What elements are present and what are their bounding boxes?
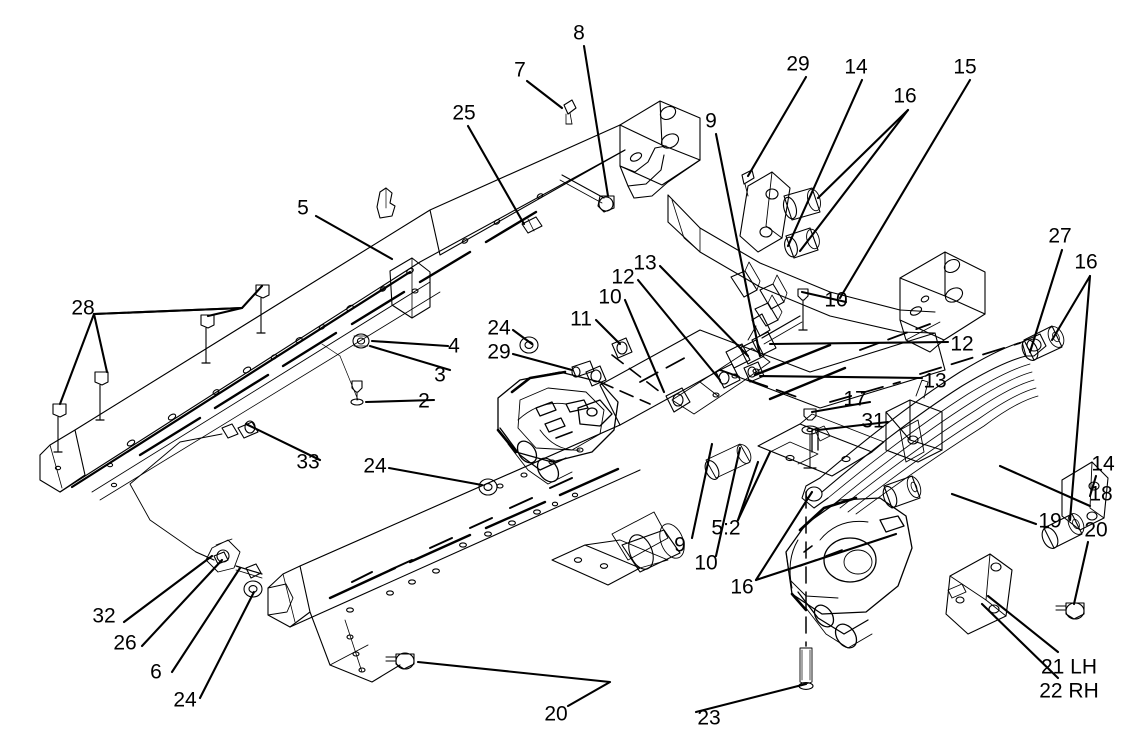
callout-13: 13 [923, 369, 947, 393]
callout-12: 12 [611, 265, 635, 289]
callout-4: 4 [448, 334, 460, 358]
callout-20: 20 [544, 702, 568, 726]
fastener-7-8 [559, 99, 615, 213]
callout-29: 29 [786, 52, 810, 76]
callout-10: 10 [824, 288, 848, 312]
callout-32: 32 [92, 604, 116, 628]
callout-16: 16 [1074, 250, 1098, 274]
top-shackle-link [739, 169, 821, 259]
callout-20: 20 [1084, 518, 1108, 542]
callout-29: 29 [487, 340, 511, 364]
callout-3: 3 [434, 363, 446, 387]
callout-12: 12 [950, 332, 974, 356]
callout-26: 26 [113, 631, 137, 655]
callout-25: 25 [452, 101, 476, 125]
washers-24 [243, 336, 539, 598]
callout-24: 24 [173, 688, 197, 712]
callout-9: 9 [705, 109, 717, 133]
callout-27: 27 [1048, 224, 1072, 248]
clip-25 [521, 216, 543, 234]
callout-15: 15 [953, 55, 977, 79]
callout-24: 24 [363, 454, 387, 478]
callout-23: 23 [697, 706, 721, 730]
callout-33: 33 [296, 450, 320, 474]
leader-lines [58, 44, 1098, 714]
callout-16: 16 [730, 575, 754, 599]
pin-29-lower [571, 360, 595, 378]
callout-22-rh: 22 RH [1039, 679, 1099, 703]
callout-17: 17 [843, 387, 867, 411]
callout-5: 5 [297, 196, 309, 220]
vertical-pin-10 [797, 288, 809, 331]
callout-28: 28 [71, 296, 95, 320]
callout-18: 18 [1089, 482, 1113, 506]
callout-31: 31 [861, 409, 885, 433]
shock-bracket-plate [945, 553, 1013, 635]
callout-10: 10 [694, 551, 718, 575]
right-hanger-link [1021, 325, 1109, 549]
upper-frame-rail [39, 124, 626, 501]
callout-2: 2 [418, 389, 430, 413]
callout-8: 8 [573, 21, 585, 45]
left-axle-housing [496, 370, 619, 485]
bolts-28 [52, 284, 270, 453]
callout-16: 16 [893, 84, 917, 108]
lower-right-frame-rail [599, 323, 1021, 426]
callout-6: 6 [150, 660, 162, 684]
fasteners-2-3-4 [321, 333, 370, 406]
callout-10: 10 [598, 285, 622, 309]
right-axle-housing [785, 496, 913, 649]
callout-9: 9 [674, 533, 686, 557]
lower-left-frame-rail [267, 424, 685, 683]
callout-19: 19 [1038, 509, 1062, 533]
callout-7: 7 [514, 58, 526, 82]
callout-5:2: 5:2 [711, 516, 741, 540]
callout-24: 24 [487, 316, 511, 340]
callout-14: 14 [844, 55, 868, 79]
bushing-16-bottom [882, 475, 922, 509]
callout-11: 11 [570, 307, 592, 331]
callout-14: 14 [1091, 452, 1115, 476]
callout-21-lh: 21 LH [1040, 655, 1098, 679]
bolt-20-lower [385, 652, 415, 670]
callout-13: 13 [633, 251, 657, 275]
